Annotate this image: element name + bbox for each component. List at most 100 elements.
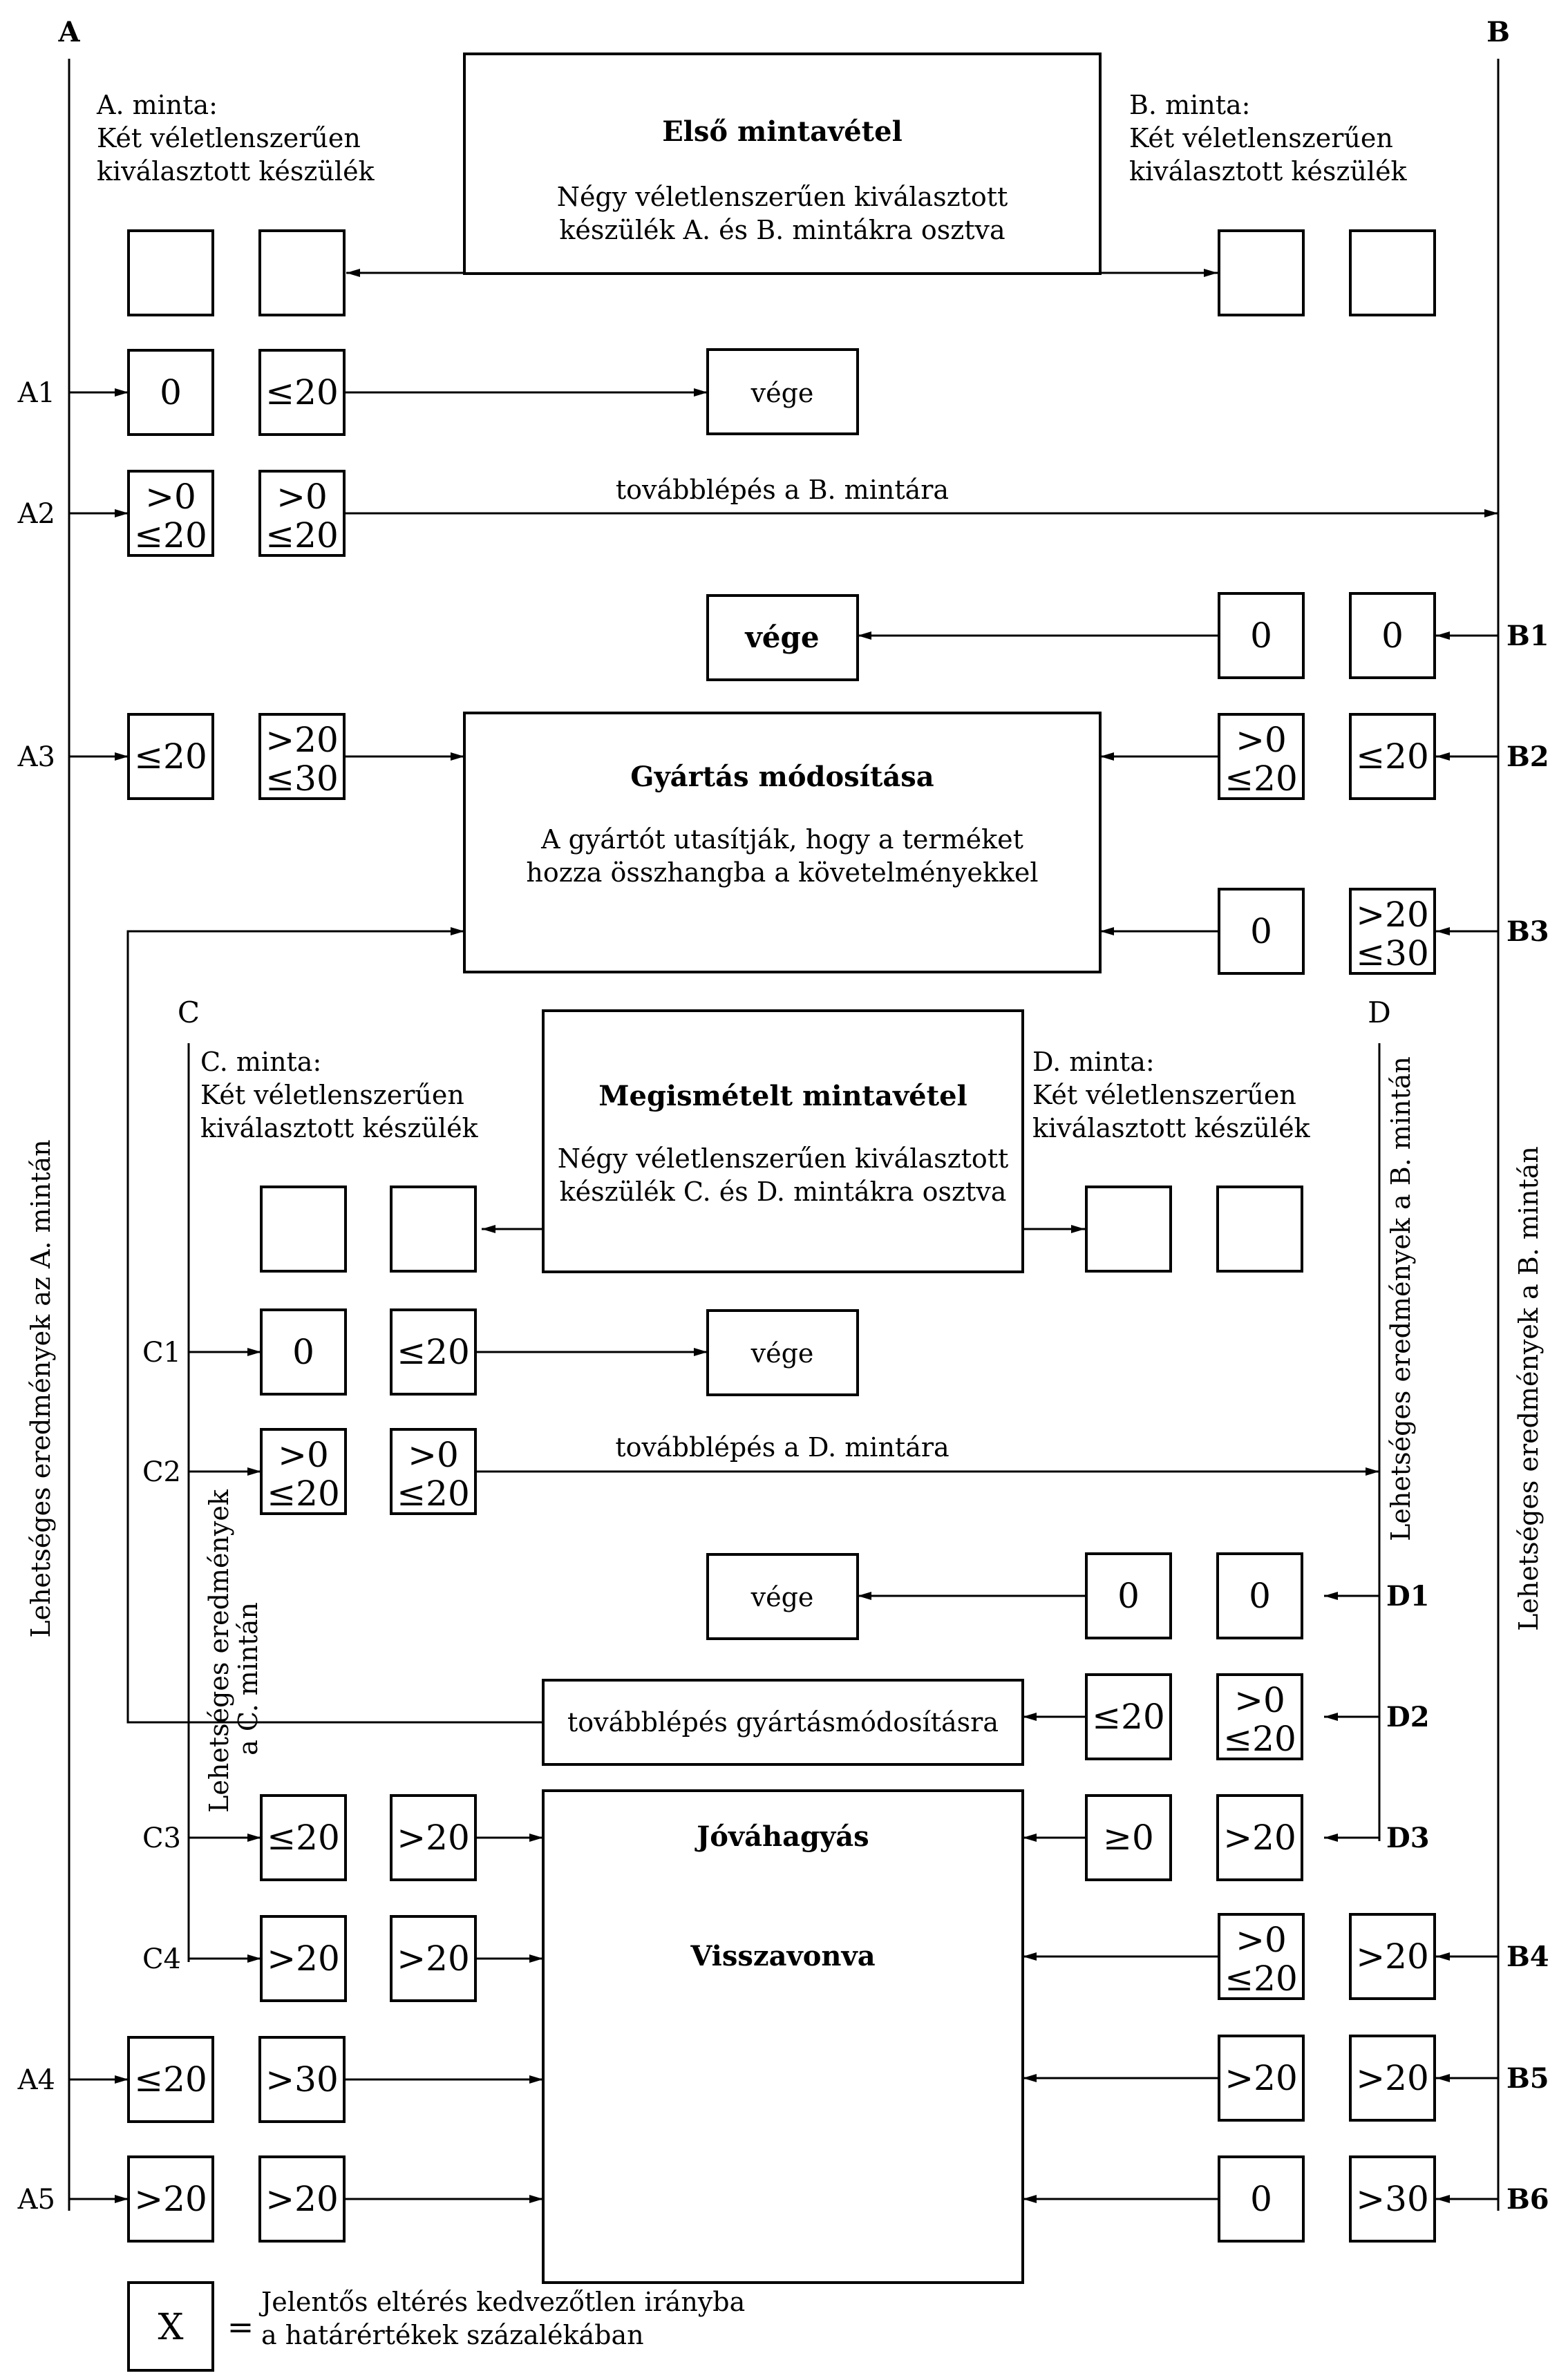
a5-box-2: [258, 2155, 346, 2243]
a3-box-1-value: ≤20: [134, 736, 207, 777]
a3-box-2-value-bottom: ≤30: [265, 759, 339, 799]
side-label-c-2: a C. mintán: [233, 1602, 263, 1755]
legend-symbol-box: [127, 2281, 214, 2372]
sample-a-box-2: [258, 229, 346, 316]
b4-box-2-value: >20: [1356, 1936, 1429, 1977]
end-box-a1: [706, 348, 859, 435]
row-label-b5: B5: [1506, 2062, 1549, 2095]
c3-box-1: [260, 1794, 347, 1881]
end-box-c1: [706, 1309, 859, 1396]
d1-box-1-value: 0: [1117, 1576, 1140, 1616]
b4-box-1: [1218, 1913, 1305, 2000]
b5-box-2-value: >20: [1356, 2058, 1429, 2098]
row-label-d3: D3: [1386, 1822, 1430, 1854]
sample-b-note-1: B. minta:: [1129, 90, 1250, 120]
first-sampling-title: Első mintavétel: [662, 115, 903, 148]
legend-line-1: Jelentős eltérés kedvezőtlen irányba: [258, 2287, 745, 2317]
c2-box-2-value-bottom: ≤20: [397, 1474, 470, 1514]
end-label-d1: vége: [750, 1582, 814, 1612]
end-label-c1: vége: [750, 1338, 814, 1369]
c3-box-2: [390, 1794, 477, 1881]
proceed-production-box: [542, 1679, 1024, 1766]
production-change-line-1: A gyártót utasítják, hogy a terméket: [540, 824, 1023, 855]
sample-b-box-1: [1218, 229, 1305, 316]
column-label-b: B: [1486, 16, 1510, 48]
a4-box-2-value: >30: [265, 2059, 339, 2100]
b2-box-1-value-top: >0: [1236, 720, 1287, 760]
row-label-a1: A1: [17, 377, 55, 409]
sample-d-note-3: kiválasztott készülék: [1032, 1113, 1311, 1143]
outcome-box: [542, 1789, 1024, 2284]
repeated-sampling-line-1: Négy véletlenszerűen kiválasztott: [558, 1143, 1009, 1174]
first-sampling-line-2: készülék A. és B. mintákra osztva: [559, 215, 1005, 245]
row-label-b6: B6: [1506, 2183, 1549, 2216]
b6-box-2-value: >30: [1356, 2179, 1429, 2219]
b2-box-1-value-bottom: ≤20: [1225, 759, 1298, 799]
withdrawn-label: Visszavonva: [690, 1940, 875, 1972]
d3-box-1: [1085, 1794, 1172, 1881]
repeated-sampling-line-2: készülék C. és D. mintákra osztva: [560, 1177, 1007, 1207]
side-label-c-1: Lehetséges eredmények: [204, 1489, 234, 1813]
end-label-a1: vége: [750, 378, 814, 408]
side-label-a: Lehetséges eredmények az A. mintán: [26, 1139, 56, 1637]
c4-box-1-value: >20: [267, 1939, 340, 1979]
a1-box-1: [127, 349, 214, 436]
c2-box-1-value-bottom: ≤20: [267, 1474, 340, 1514]
legend-symbol: X: [158, 2307, 183, 2348]
c3-box-2-value: >20: [397, 1818, 470, 1858]
b2-box-2: [1349, 713, 1436, 800]
sample-c-box-1: [260, 1186, 347, 1273]
sample-c-note-1: C. minta:: [200, 1047, 321, 1077]
end-label-b1: vége: [744, 620, 819, 654]
b1-box-2-value: 0: [1381, 616, 1404, 656]
c2-box-2: [390, 1428, 477, 1515]
legend-line-2: a határértékek százalékában: [261, 2320, 644, 2350]
b3-box-1-value: 0: [1250, 911, 1272, 951]
column-label-a: A: [57, 16, 80, 48]
a5-box-1-value: >20: [134, 2179, 207, 2219]
d2-box-2-value-bottom: ≤20: [1223, 1719, 1296, 1759]
column-label-d: D: [1368, 996, 1391, 1029]
a1-box-2-value: ≤20: [265, 372, 339, 412]
a3-box-1: [127, 713, 214, 800]
first-sampling-box: [463, 53, 1102, 275]
d2-box-2-value-top: >0: [1234, 1680, 1285, 1720]
b2-box-2-value: ≤20: [1356, 736, 1429, 777]
a2-box-2: [258, 470, 346, 557]
row-label-c1: C1: [142, 1337, 181, 1369]
a3-box-2-value-top: >20: [265, 720, 339, 760]
row-label-c3: C3: [142, 1822, 181, 1854]
b5-box-2: [1349, 2035, 1436, 2122]
repeated-sampling-box: [542, 1009, 1024, 1273]
b3-box-2-value-top: >20: [1356, 895, 1429, 935]
d3-box-2: [1216, 1794, 1303, 1881]
c1-box-2-value: ≤20: [397, 1332, 470, 1372]
d3-box-1-value: ≥0: [1103, 1818, 1154, 1858]
b3-box-2: [1349, 888, 1436, 975]
b1-box-1-value: 0: [1250, 616, 1272, 656]
sample-a-note-1: A. minta:: [96, 90, 218, 120]
b3-box-2-value-bottom: ≤30: [1356, 933, 1429, 973]
a4-box-1: [127, 2036, 214, 2123]
c1-box-1: [260, 1308, 347, 1396]
b5-box-1: [1218, 2035, 1305, 2122]
row-label-a2: A2: [17, 498, 55, 530]
c4-box-2: [390, 1915, 477, 2002]
a2-box-1-value-top: >0: [145, 477, 196, 517]
d3-box-2-value: >20: [1223, 1818, 1296, 1858]
c4-box-1: [260, 1915, 347, 2002]
sample-a-box-1: [127, 229, 214, 316]
row-label-c4: C4: [142, 1943, 181, 1975]
side-label-d: Lehetséges eredmények a B. mintán: [1386, 1056, 1416, 1541]
row-label-c2: C2: [142, 1456, 181, 1488]
a2-box-1: [127, 470, 214, 557]
d2-box-1-value: ≤20: [1092, 1697, 1165, 1737]
sample-c-note-3: kiválasztott készülék: [200, 1113, 479, 1143]
repeated-sampling-title: Megismételt mintavétel: [598, 1080, 967, 1112]
d2-box-1: [1085, 1673, 1172, 1760]
legend-equals: =: [227, 2308, 254, 2345]
production-change-box: [463, 712, 1102, 973]
c1-box-1-value: 0: [292, 1332, 314, 1372]
a2-box-1-value-bottom: ≤20: [134, 515, 207, 555]
row-label-d1: D1: [1386, 1580, 1430, 1612]
